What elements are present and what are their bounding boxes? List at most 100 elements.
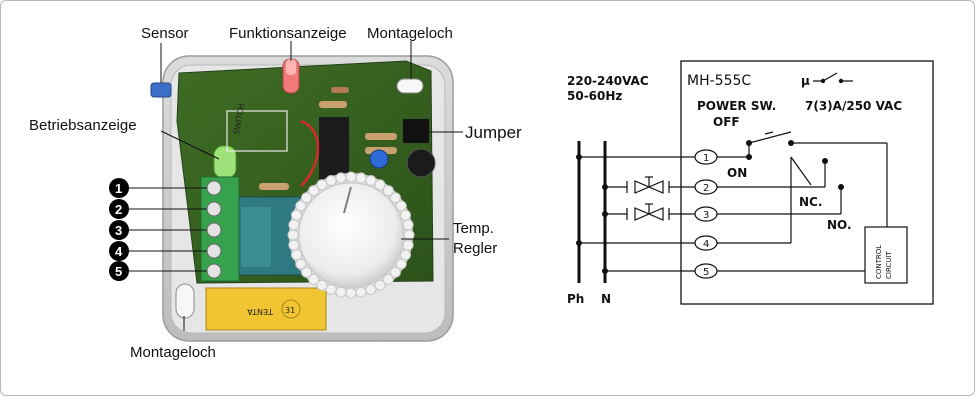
knob-rib [382,185,394,197]
knob-rib [382,273,394,285]
red-wire [300,119,320,187]
schematic-terminal-2: 2 [703,183,709,194]
knob-rib [395,258,407,270]
junction-dots [576,140,844,274]
schematic-terminal-1: 1 [703,153,709,164]
off-label: OFF [713,115,740,129]
knob-rib [290,209,302,221]
knob-rib [308,185,320,197]
control-circuit-label-line2: CIRCUIT [885,250,893,279]
knob-ribs [287,171,415,299]
device-box [680,60,934,305]
knob-rib [355,172,367,184]
micro-symbol: μ [801,74,810,88]
knob-rib [288,239,300,251]
knob-rib [316,179,328,191]
knob-rib [395,200,407,212]
callout-leaders [160,41,463,331]
control-circuit-box [864,226,908,284]
knob-rib [400,209,412,221]
function-indicator-label: Funktionsanzeige [229,25,347,42]
supply-voltage-label: 220-240VAC [567,74,649,88]
knob-rib [345,171,357,183]
knob-rib [365,174,377,186]
knob-rib [335,286,347,298]
nc-label: NC. [799,195,822,209]
terminal-number-4: 4 [115,244,123,259]
knob-rib [325,174,337,186]
yellow-capacitor [205,287,327,331]
knob-rib [301,266,313,278]
terminal-number-2: 2 [115,202,122,217]
no-label: NO. [827,218,852,232]
neutral-label: N [601,292,611,306]
on-label: ON [727,166,747,180]
knob-rib [335,172,347,184]
function-led-highlight [286,59,296,75]
supply-frequency-label: 50-60Hz [567,89,622,103]
thermostat-photo: SWITCH TENTA 31 [150,55,454,342]
jumper-arrow-head [423,128,429,136]
knob-rib [374,179,386,191]
capacitor [406,148,436,178]
relay-label-area [241,207,271,267]
schematic-terminal-3: 3 [703,210,709,221]
knob-rib [288,219,300,231]
sensor-part [150,82,172,98]
knob-rib [402,239,414,251]
micro-switch-symbol [813,72,853,84]
power-switch-label: POWER SW. [697,99,776,113]
knob-rib [374,279,386,291]
switch-actuator [764,131,774,135]
knob-rib [355,286,367,298]
knob-rib [287,229,299,241]
temperature-knob [287,171,415,299]
knob-indicator [343,186,352,214]
knob-rib [325,284,337,296]
tenta-print: TENTA [247,307,274,316]
model-label: MH-555C [687,73,751,89]
schematic-terminal-5: 5 [703,267,709,278]
control-circuit-label-line1: CONTROL [875,245,883,279]
knob-rib [316,279,328,291]
mount-hole-top-label: Montageloch [367,25,453,42]
temp-regler-label-line1: Temp. [453,220,494,237]
knob-rib [389,192,401,204]
knob-rib [295,200,307,212]
terminal-number-badges [109,178,129,281]
valve-upper [626,176,670,194]
phase-label: Ph [567,292,584,306]
knob-rib [402,219,414,231]
wiring-schematic: MH-555C μ 220-240VAC 50-60Hz POWER SW. 7… [567,60,934,306]
knob-face [298,182,404,288]
operating-indicator-label: Betriebsanzeige [29,117,137,134]
knob-rib [365,284,377,296]
knob-rib [400,249,412,261]
valve-lower [626,203,670,221]
temp-regler-label-line2: Regler [453,240,497,257]
trimmer-pot [369,149,389,169]
sensor-label: Sensor [141,25,189,42]
switch-outline [226,110,288,152]
terminal-screws [206,180,222,279]
terminal-leaders [129,187,207,272]
badge-ring [281,299,301,319]
jumper-label: Jumper [465,123,522,142]
terminal-number-1: 1 [115,181,122,196]
knob-rib [308,273,320,285]
badge-print: 31 [285,306,295,315]
schematic-terminals [694,149,718,279]
knob-rib [290,249,302,261]
terminal-number-3: 3 [115,223,122,238]
knob-rib [345,287,357,299]
wires [579,131,888,272]
knob-rib [389,266,401,278]
rating-label: 7(3)A/250 VAC [805,99,902,113]
mount-hole-bottom-shape [175,283,195,319]
terminal-number-5: 5 [115,264,122,279]
ic-chip [319,117,349,183]
knob-rib [295,258,307,270]
mount-hole-top-shape [396,78,424,94]
